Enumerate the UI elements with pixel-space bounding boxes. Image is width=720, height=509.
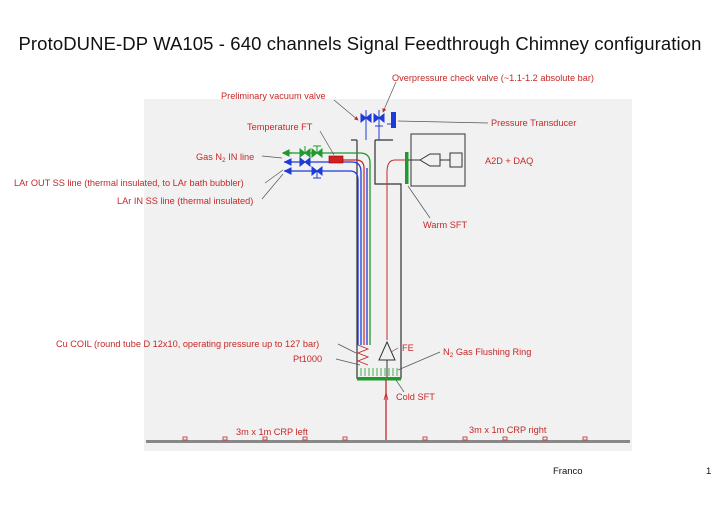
pressure-transducer-block (391, 112, 396, 128)
label-lar-out: LAr OUT SS line (thermal insulated, to L… (14, 178, 244, 188)
inlet-arrows (281, 149, 292, 175)
label-overpressure-valve: Overpressure check valve (~1.1-1.2 absol… (392, 73, 594, 83)
warm-sft-flange (405, 152, 409, 184)
a2d-daq-box (408, 133, 466, 187)
lar-in-lines (284, 161, 368, 345)
cu-coil (356, 344, 370, 366)
leader-lines (261, 81, 489, 393)
lar-out-line (330, 159, 365, 345)
gas-flushing-ring (360, 368, 398, 376)
label-lar-in: LAr IN SS line (thermal insulated) (117, 196, 253, 206)
top-valves (360, 110, 393, 140)
diagram-panel (144, 99, 632, 451)
signal-line (383, 159, 405, 440)
slide-title: ProtoDUNE-DP WA105 - 640 channels Signal… (18, 33, 702, 54)
cold-sft-flange (357, 377, 401, 381)
label-temperature-ft: Temperature FT (247, 122, 313, 132)
chimney-body (351, 139, 402, 379)
label-gas-n2-in: Gas N2 IN line (196, 152, 254, 164)
label-fe: FE (402, 343, 414, 353)
label-warm-sft: Warm SFT (423, 220, 467, 230)
label-cold-sft: Cold SFT (396, 392, 435, 402)
crp-floor (146, 436, 630, 443)
line-valves (299, 145, 323, 179)
label-a2d-daq: A2D + DAQ (485, 156, 533, 166)
label-vacuum-valve: Preliminary vacuum valve (221, 91, 326, 101)
label-crp-right: 3m x 1m CRP right (469, 425, 547, 435)
label-n2-flushing-ring: N2 Gas Flushing Ring (443, 347, 531, 359)
label-cu-coil: Cu COIL (round tube D 12x10, operating p… (56, 339, 319, 349)
label-pt1000: Pt1000 (293, 354, 322, 364)
footer-page-number: 1 (706, 466, 712, 477)
gas-n2-line (283, 152, 371, 345)
label-crp-left: 3m x 1m CRP left (236, 427, 308, 437)
footer-author: Franco (553, 466, 583, 477)
label-pressure-transducer: Pressure Transducer (491, 118, 576, 128)
temperature-ft-block (328, 155, 344, 164)
